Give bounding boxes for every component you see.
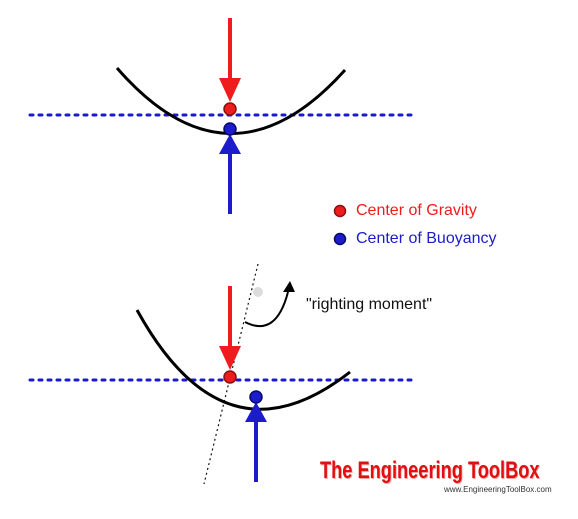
- upright-center-of-gravity-dot: [223, 102, 237, 116]
- red-dot-icon: [333, 204, 347, 218]
- righting-moment-label: "righting moment": [306, 296, 433, 313]
- upright-gravity-arrowhead: [219, 78, 241, 102]
- heeled-hull: [135, 309, 351, 411]
- heeled-center-of-gravity-dot: [223, 370, 237, 384]
- original-center-of-gravity-ghost: [253, 287, 263, 297]
- legend-center-of-gravity-label: Center of Gravity: [356, 202, 477, 219]
- upright-center-of-buoyancy-dot: [223, 122, 237, 136]
- legend: [333, 204, 347, 246]
- blue-dot-icon: [333, 232, 347, 246]
- engineering-toolbox-logo: The Engineering ToolBox: [320, 457, 540, 484]
- legend-center-of-buoyancy-label: Center of Buoyancy: [356, 230, 497, 247]
- heeled-buoyancy-arrowhead: [245, 402, 267, 422]
- upright-buoyancy-arrowhead: [219, 134, 241, 154]
- heeled-gravity-arrowhead: [219, 346, 241, 370]
- curved-arrow-icon: [244, 291, 289, 328]
- curved-arrow-head: [283, 281, 295, 292]
- heeled-center-of-buoyancy-dot: [249, 390, 263, 404]
- engineering-toolbox-url: www.EngineeringToolBox.com: [444, 485, 552, 494]
- heeled-vessel: [28, 263, 414, 485]
- upright-vessel: [28, 18, 414, 214]
